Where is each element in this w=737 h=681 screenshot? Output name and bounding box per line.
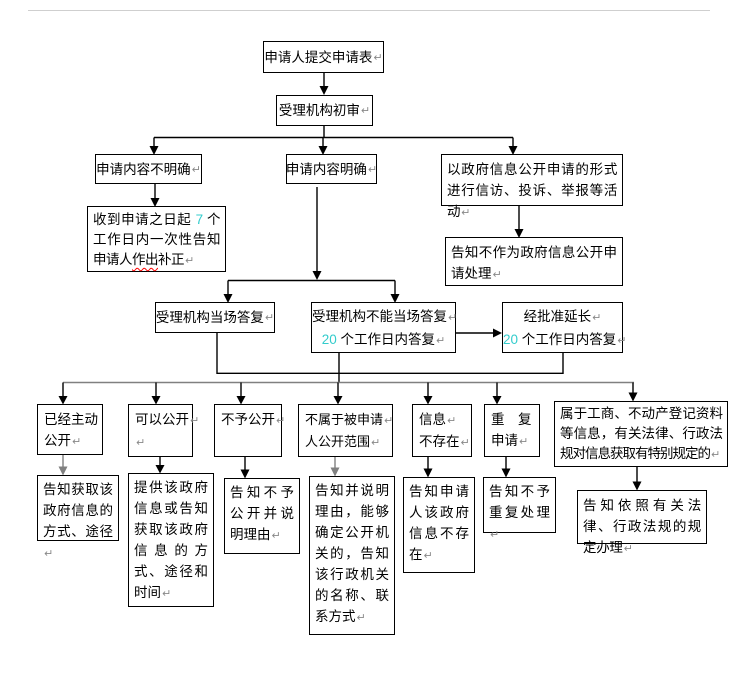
node-label: 告知不予公开并说明理由 (230, 485, 294, 542)
node-label: 以政府信息公开申请的形式进行信访、投诉、举报等活动 (447, 162, 617, 219)
node-label: 经批准延长 (523, 309, 592, 324)
node-inform-not-exist: 告知申请人该政府信息不存在↵ (403, 477, 475, 573)
return-mark: ↵ (461, 206, 470, 219)
node-label: 申请内容不明确 (96, 161, 191, 177)
return-mark: ↵ (264, 311, 275, 324)
node-label: 受理机构当场答复 (155, 310, 264, 325)
node-text: 补正 (158, 252, 185, 267)
node-label: 已经主动 (44, 412, 98, 427)
node-label: 告知并说明理由，能够确定公开机关的，告知该行政机关的名称、联系方式 (315, 483, 389, 624)
node-special-regulation-info: 属于工商、不动产登记资料等信息，有关法律、行政法规对信息获取有特别规定的↵ (554, 401, 728, 467)
return-mark: ↵ (371, 436, 381, 449)
node-provide-info-or-inform: 提供该政府信息或告知获取该政府信息的方式、途径和时间↵ (128, 473, 214, 607)
spellcheck-underline: 作出 (132, 252, 159, 267)
node-info-not-exist: 信息↵ 不存在↵ (412, 404, 472, 457)
return-mark: ↵ (384, 414, 394, 427)
highlight-number-20: 20 (321, 332, 337, 347)
node-label: 信息 (419, 412, 446, 427)
return-mark: ↵ (191, 162, 201, 176)
return-mark: ↵ (492, 268, 502, 281)
return-mark: ↵ (423, 549, 433, 562)
return-mark: ↵ (271, 529, 281, 542)
node-not-treated-as-request: 告知不作为政府信息公开申请处理↵ (445, 237, 623, 286)
return-mark: ↵ (190, 414, 200, 427)
return-mark: ↵ (72, 435, 82, 448)
node-may-disclose: 可以公开↵ ↵ (128, 404, 199, 457)
return-mark: ↵ (447, 414, 457, 427)
node-already-disclosed: 已经主动 公开↵ (37, 404, 103, 455)
node-label: 不属于被申请 (305, 412, 384, 427)
return-mark: ↵ (44, 547, 54, 560)
node-text: 个工作日内一次性告知申请人 (93, 212, 221, 267)
node-submit-application: 申请人提交申请表↵ (263, 41, 384, 73)
node-inform-access-method: 告知获取该政府信息的方式、途径 ↵ (37, 475, 119, 560)
node-label: 属于工商、不动产登记资料等信息，有关法律、行政法规对信息获取有特别规定的 (560, 406, 723, 461)
return-mark: ↵ (490, 528, 500, 541)
return-mark: ↵ (162, 587, 172, 600)
return-mark: ↵ (448, 311, 458, 324)
return-mark: ↵ (623, 542, 633, 555)
node-label: 受理机构不能当场答复 (312, 309, 447, 324)
node-content-unclear: 申请内容不明确↵ (95, 154, 202, 184)
node-label: 人公开范围 (305, 434, 371, 449)
node-supplement-correction: 收到申请之日起 7 个工作日内一次性告知申请人作出补正↵ (87, 206, 226, 272)
return-mark: ↵ (519, 435, 529, 448)
return-mark: ↵ (617, 334, 627, 347)
node-label: 个工作日内答复 (336, 332, 436, 347)
node-inform-no-repeat-handling: 告知不予重复处理 ↵ (483, 477, 556, 541)
node-label: 提供该政府信息或告知获取该政府信息的方式、途径和时间 (134, 480, 208, 600)
return-mark: ↵ (185, 254, 194, 267)
node-label: 个工作日内答复 (518, 332, 617, 347)
node-label: 告知不作为政府信息公开申请处理 (451, 245, 617, 281)
node-label: 重 复 (491, 412, 532, 427)
node-inform-refusal-reason: 告知不予公开并说明理由↵ (224, 478, 300, 554)
return-mark: ↵ (367, 162, 378, 176)
node-inform-reason-and-authority: 告知并说明理由，能够确定公开机关的，告知该行政机关的名称、联系方式↵ (309, 476, 395, 635)
node-label: 受理机构初审 (278, 103, 360, 118)
node-approved-extension: 经批准延长↵ 20 个工作日内答复↵ (502, 302, 627, 353)
return-mark: ↵ (136, 436, 146, 449)
node-outside-scope: 不属于被申请↵ 人公开范围↵ (298, 404, 393, 457)
return-mark: ↵ (436, 334, 446, 347)
return-mark: ↵ (356, 611, 366, 624)
node-initial-review: 受理机构初审↵ (276, 95, 373, 126)
return-mark: ↵ (360, 104, 371, 117)
return-mark: ↵ (373, 50, 383, 64)
node-not-disclose: 不予公开↵ (214, 404, 286, 457)
node-label: 告知申请人该政府信息不存在 (409, 484, 469, 562)
node-label: 不存在 (419, 434, 460, 449)
node-text: 收到申请之日起 (93, 212, 196, 227)
highlight-number-7: 7 (195, 212, 204, 227)
node-label: 公开 (44, 433, 71, 448)
node-label: 不予公开 (221, 412, 275, 427)
page-top-rule (28, 10, 710, 11)
node-label: 申请人提交申请表 (264, 49, 373, 65)
node-label: 告知依照有关法律、行政法规的规定办理 (583, 498, 701, 555)
node-label: 可以公开 (135, 412, 189, 427)
node-repeated-request: 重 复 申请↵ (484, 404, 540, 457)
node-content-clear: 申请内容明确↵ (286, 154, 377, 184)
node-reply-on-spot: 受理机构当场答复↵ (155, 302, 275, 333)
return-mark: ↵ (460, 436, 470, 449)
node-reply-within-20-days: 受理机构不能当场答复↵ 20 个工作日内答复↵ (311, 302, 458, 353)
node-label: 申请内容明确 (285, 161, 367, 177)
return-mark: ↵ (711, 448, 720, 461)
return-mark: ↵ (592, 311, 602, 324)
node-petition-complaint: 以政府信息公开申请的形式进行信访、投诉、举报等活动↵ (441, 154, 623, 219)
node-label: 申请 (491, 433, 518, 448)
node-handle-per-law: 告知依照有关法律、行政法规的规定办理↵ (577, 490, 707, 555)
node-label: 告知不予重复处理 (489, 484, 550, 520)
node-label: 告知获取该政府信息的方式、途径 (43, 482, 113, 539)
return-mark: ↵ (276, 414, 286, 427)
highlight-number-20: 20 (503, 332, 519, 347)
